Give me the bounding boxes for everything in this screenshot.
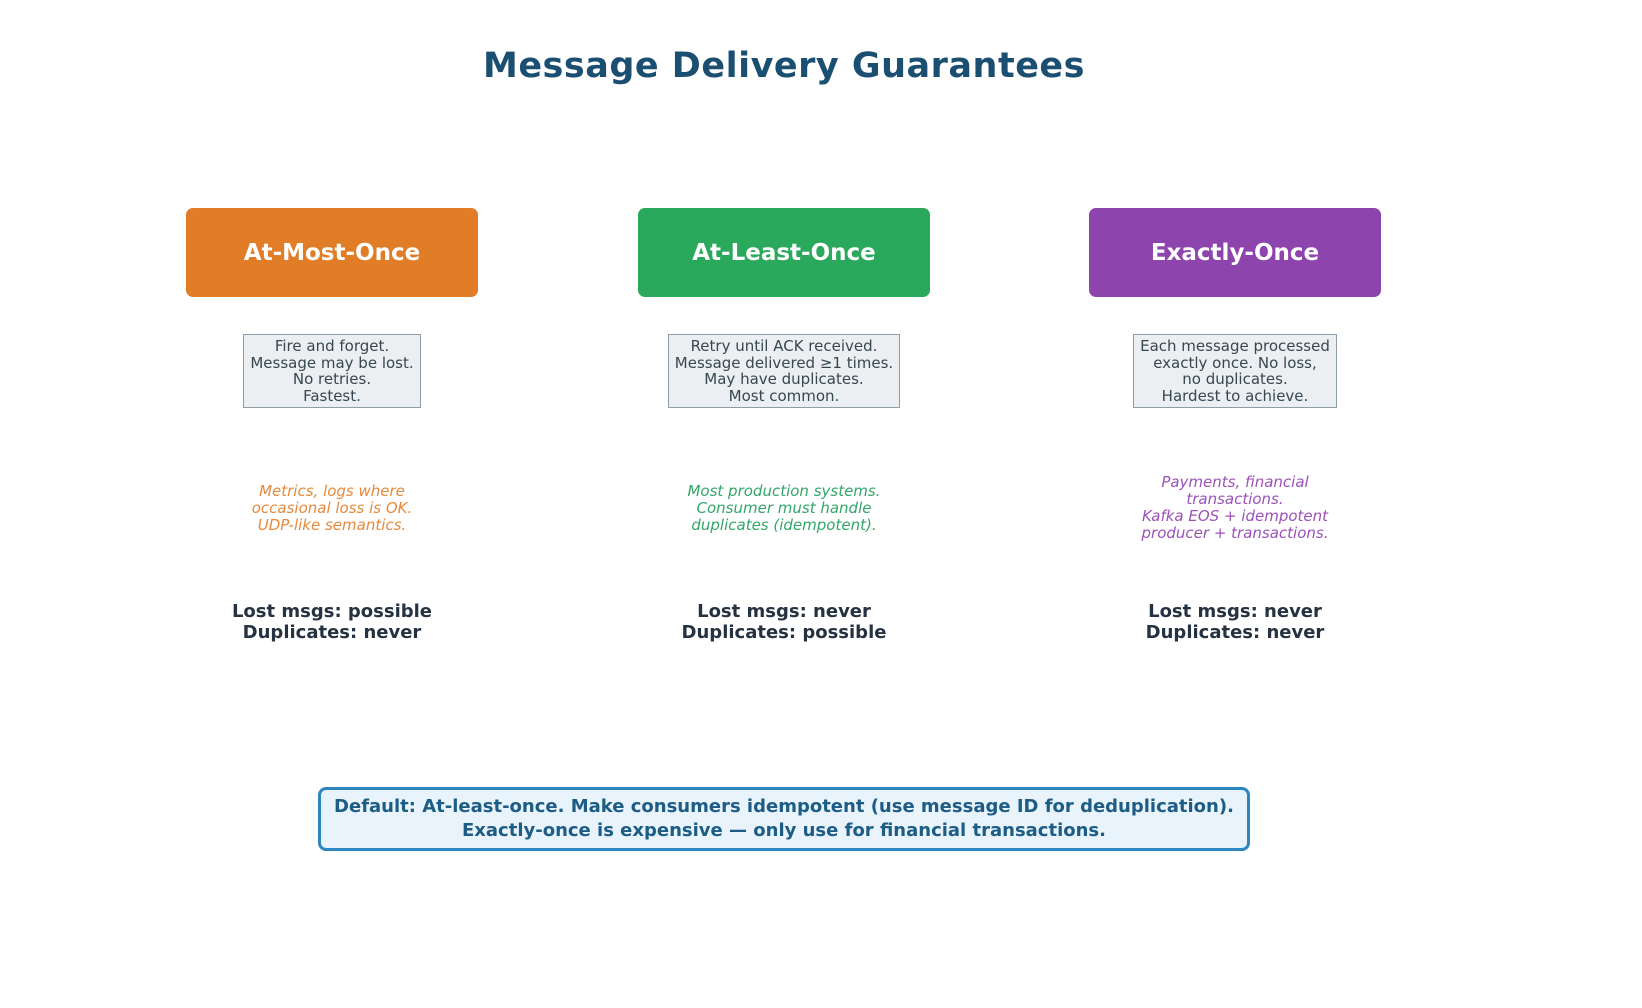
note-box: Default: At-least-once. Make consumers i… — [318, 787, 1250, 851]
description-wrapper: Each message processed exactly once. No … — [1059, 334, 1411, 408]
description-box-at-most-once: Fire and forget. Message may be lost. No… — [243, 334, 421, 408]
description-wrapper: Retry until ACK received. Message delive… — [608, 334, 960, 408]
use-case-text-exactly-once: Payments, financial transactions. Kafka … — [1141, 473, 1329, 542]
column-at-least-once: At-Least-Once Retry until ACK received. … — [638, 208, 930, 728]
description-box-exactly-once: Each message processed exactly once. No … — [1133, 334, 1337, 408]
stats-text-at-least-once: Lost msgs: never Duplicates: possible — [681, 601, 887, 643]
stats-text-at-most-once: Lost msgs: possible Duplicates: never — [231, 601, 433, 643]
header-badge-exactly-once: Exactly-Once — [1089, 208, 1381, 297]
description-wrapper: Fire and forget. Message may be lost. No… — [156, 334, 508, 408]
use-case-text-at-least-once: Most production systems. Consumer must h… — [687, 481, 881, 534]
stats-text-exactly-once: Lost msgs: never Duplicates: never — [1145, 601, 1325, 643]
column-exactly-once: Exactly-Once Each message processed exac… — [1089, 208, 1381, 728]
header-badge-at-least-once: At-Least-Once — [638, 208, 930, 297]
description-box-at-least-once: Retry until ACK received. Message delive… — [667, 334, 901, 408]
note-wrapper: Default: At-least-once. Make consumers i… — [0, 787, 1568, 851]
page-title: Message Delivery Guarantees — [482, 46, 1086, 86]
use-case-text-at-most-once: Metrics, logs where occasional loss is O… — [251, 481, 413, 534]
header-badge-at-most-once: At-Most-Once — [186, 208, 478, 297]
column-at-most-once: At-Most-Once Fire and forget. Message ma… — [186, 208, 478, 728]
